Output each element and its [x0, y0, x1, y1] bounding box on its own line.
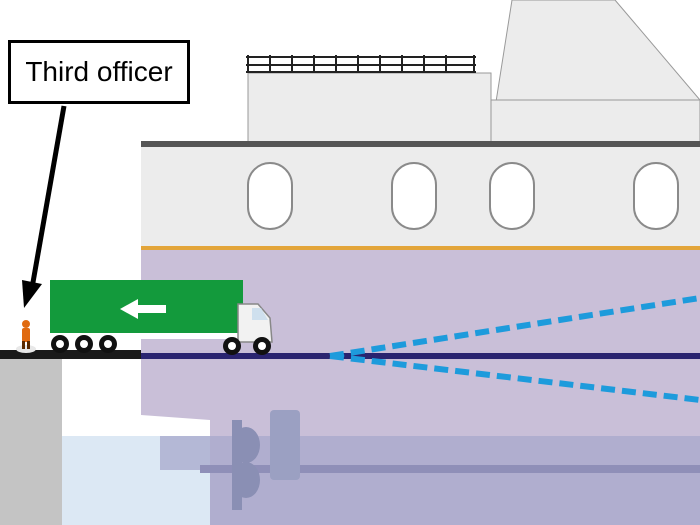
trailer-base — [50, 333, 243, 339]
person-icon — [16, 320, 36, 353]
third-officer-callout: Third officer — [8, 40, 190, 104]
porthole — [633, 162, 679, 230]
propeller-shaft — [200, 465, 700, 473]
third-officer-label: Third officer — [25, 56, 173, 87]
deck-edge — [141, 141, 700, 147]
truck — [50, 280, 273, 355]
bridge-block — [247, 72, 492, 144]
vehicle-deck — [141, 353, 700, 359]
arrow-left-icon — [120, 299, 166, 319]
loading-ramp — [0, 350, 141, 359]
porthole — [247, 162, 293, 230]
porthole — [489, 162, 535, 230]
quay — [0, 358, 62, 525]
deck-stripe — [141, 246, 700, 250]
porthole — [391, 162, 437, 230]
bridge-railing — [246, 55, 476, 73]
portholes — [247, 162, 679, 230]
truck-wheels — [51, 335, 271, 355]
propeller-icon — [232, 410, 300, 510]
callout-arrow — [22, 105, 67, 308]
upper-deck-block — [490, 99, 700, 144]
truck-windshield — [252, 308, 268, 320]
